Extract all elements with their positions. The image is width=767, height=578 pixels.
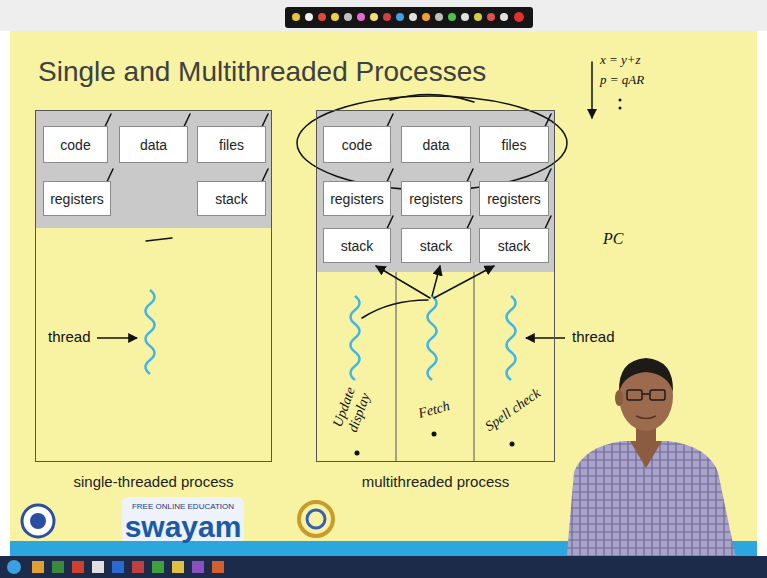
pointer-arrow bbox=[97, 337, 137, 338]
part-label: stack bbox=[498, 238, 531, 254]
label-holder: Spell check bbox=[482, 385, 543, 434]
label-holder: PC bbox=[603, 230, 623, 248]
label-holder: FREE ONLINE EDUCATION bbox=[132, 502, 234, 511]
label-holder: x = y+z bbox=[600, 52, 641, 68]
thread-label: thread bbox=[48, 328, 91, 345]
process-part-box: registers bbox=[479, 181, 549, 216]
part-label: code bbox=[60, 137, 90, 153]
taskbar bbox=[0, 556, 767, 578]
process-box: single-threaded processcodedatafilesregi… bbox=[35, 110, 272, 462]
pointer-arrow bbox=[526, 337, 565, 338]
thread-squiggle bbox=[146, 290, 516, 380]
process-part-box: code bbox=[43, 126, 108, 163]
process-caption: multithreaded process bbox=[317, 473, 554, 490]
handwritten-note: Update display bbox=[326, 375, 377, 444]
program-logo bbox=[307, 510, 325, 528]
label-holder: swayam bbox=[125, 510, 242, 544]
part-label: data bbox=[422, 137, 449, 153]
presenter bbox=[565, 358, 740, 578]
handwritten-ink bbox=[96, 62, 592, 318]
program-logo bbox=[299, 502, 333, 536]
process-part-box: stack bbox=[401, 228, 471, 263]
process-part-box: stack bbox=[197, 181, 266, 216]
label-holder: p = qAR bbox=[600, 72, 644, 88]
institute-logo bbox=[30, 513, 46, 529]
label-holder: Update display bbox=[326, 375, 377, 444]
process-part-box: files bbox=[479, 126, 549, 163]
label-holder: thread bbox=[572, 328, 615, 345]
process-caption: single-threaded process bbox=[36, 473, 271, 490]
shared-band bbox=[316, 110, 555, 272]
part-label: data bbox=[140, 137, 167, 153]
swayam-banner bbox=[122, 497, 244, 543]
handwritten-note: x = y+z bbox=[600, 52, 641, 68]
label-holder: Fetch bbox=[417, 398, 452, 422]
part-label: registers bbox=[50, 191, 104, 207]
part-label: files bbox=[502, 137, 527, 153]
part-label: code bbox=[342, 137, 372, 153]
toolbar-icons bbox=[292, 12, 524, 22]
title-holder: Single and Multithreaded Processes bbox=[38, 56, 486, 88]
part-label: registers bbox=[487, 191, 541, 207]
process-part-box: code bbox=[323, 126, 391, 163]
handwritten-note: PC bbox=[603, 230, 623, 248]
process-part-box: data bbox=[401, 126, 471, 163]
thread-divider bbox=[474, 272, 475, 462]
process-part-box: files bbox=[197, 126, 266, 163]
taskbar-icons bbox=[7, 560, 224, 574]
logo-tagline: FREE ONLINE EDUCATION bbox=[132, 502, 234, 511]
top-strip bbox=[0, 0, 767, 31]
part-label: files bbox=[219, 137, 244, 153]
shared-band bbox=[35, 110, 272, 228]
part-label: stack bbox=[420, 238, 453, 254]
pen-toolbar bbox=[285, 7, 533, 28]
handwritten-note: Spell check bbox=[482, 385, 543, 434]
part-label: stack bbox=[215, 191, 248, 207]
process-part-box: stack bbox=[479, 228, 549, 263]
part-label: registers bbox=[330, 191, 384, 207]
label-holder: thread bbox=[48, 328, 91, 345]
institute-logo bbox=[22, 505, 54, 537]
process-part-box: registers bbox=[43, 181, 111, 216]
process-part-box: data bbox=[119, 126, 188, 163]
thread-divider bbox=[396, 272, 397, 462]
process-part-box: registers bbox=[323, 181, 391, 216]
part-label: stack bbox=[341, 238, 374, 254]
process-part-box: stack bbox=[323, 228, 391, 263]
process-part-box: registers bbox=[401, 181, 471, 216]
logo-wordmark: swayam bbox=[125, 510, 242, 544]
part-label: registers bbox=[409, 191, 463, 207]
handwritten-note: p = qAR bbox=[600, 72, 644, 88]
thread-label: thread bbox=[572, 328, 615, 345]
handwritten-note: Fetch bbox=[417, 398, 452, 422]
ink-dots bbox=[355, 99, 622, 456]
slide-title: Single and Multithreaded Processes bbox=[38, 56, 486, 87]
